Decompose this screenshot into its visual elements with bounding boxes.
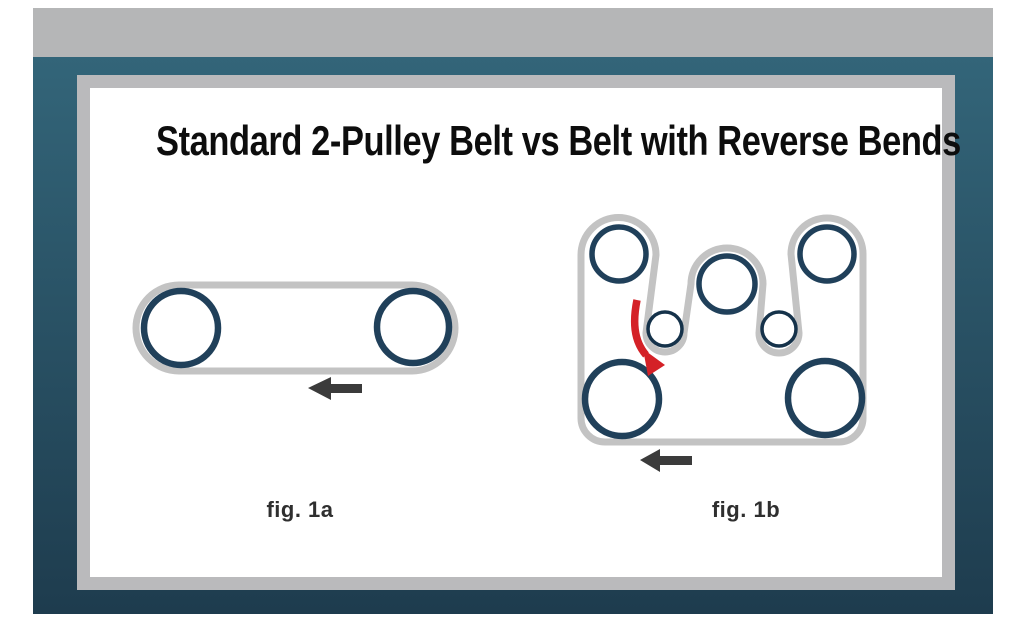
belt-loop-1b <box>577 214 867 446</box>
pulley-right-1a <box>373 287 453 367</box>
reverse-bend-arrow-icon <box>643 349 665 376</box>
idler-pulley-right-1b <box>760 310 798 348</box>
pulley-bottom-right-1b <box>784 357 866 439</box>
figure-1b-label: fig. 1b <box>711 497 781 522</box>
pulley-top-middle-1b <box>696 253 758 315</box>
figure-1a <box>132 281 459 400</box>
pulley-top-right-1b <box>797 224 857 284</box>
belt-direction-arrow-left-icon <box>308 377 362 400</box>
pulley-bottom-left-1b <box>581 358 663 440</box>
top-gray-bar <box>33 8 993 57</box>
belt-loop-1a <box>132 281 459 375</box>
pulley-left-1a <box>140 287 222 369</box>
diagram-card <box>77 75 955 590</box>
idler-pulley-left-1b <box>646 310 684 348</box>
figure-1b <box>577 214 867 472</box>
belt-direction-arrow-left-icon <box>640 449 692 472</box>
reverse-bend-arrow-curve <box>630 299 649 358</box>
pulley-top-left-1b <box>589 224 649 284</box>
figure-1a-label: fig. 1a <box>266 497 334 522</box>
page-title: Standard 2-Pulley Belt vs Belt with Reve… <box>156 117 961 164</box>
